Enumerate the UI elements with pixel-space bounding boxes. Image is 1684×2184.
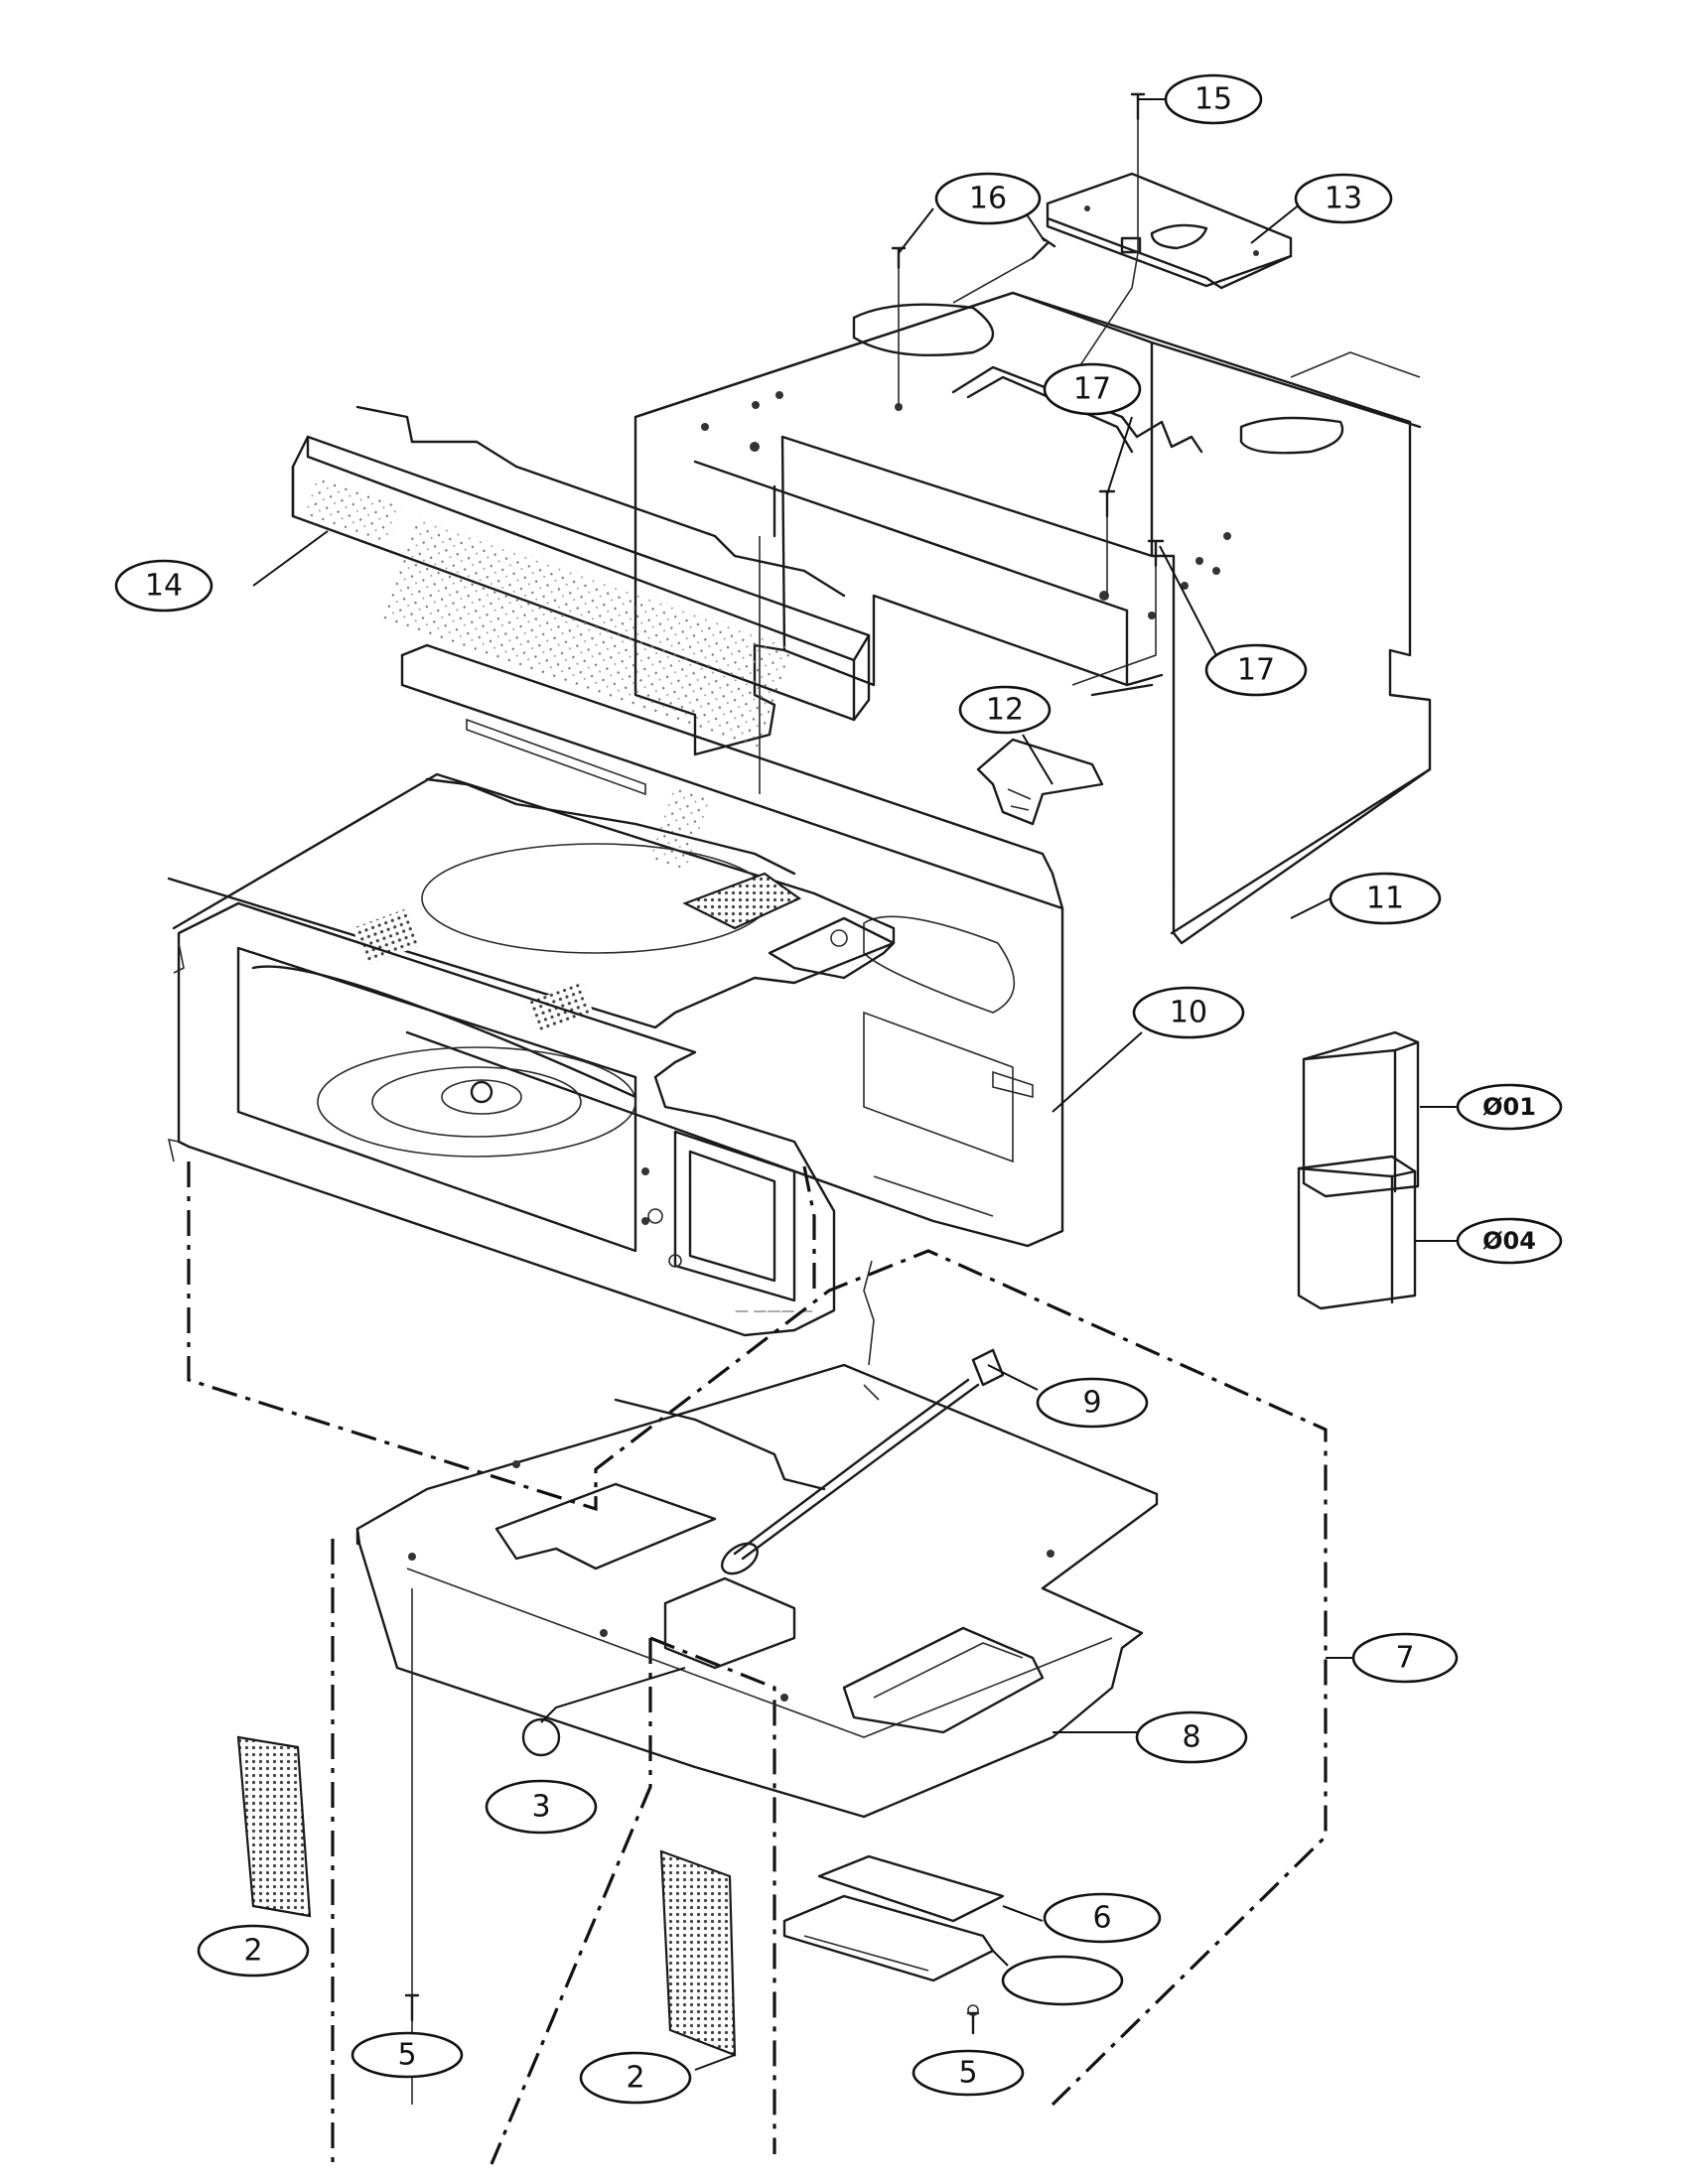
grease-filter-right	[659, 1849, 737, 2057]
leader-lines	[252, 98, 1460, 2071]
callout-11-label: 11	[1366, 882, 1404, 916]
manual-booklet-004	[1297, 1155, 1417, 1310]
callout-12-label: 12	[986, 693, 1024, 728]
callout-17-lower-label: 17	[1237, 653, 1275, 688]
callout-17-lower: 17	[1204, 643, 1308, 697]
lower-enclosure-outline	[187, 1161, 1328, 2165]
small-bracket	[976, 738, 1104, 826]
callout-16: 16	[934, 172, 1042, 225]
callout-001: Ø01	[1456, 1083, 1563, 1131]
vent-strips	[782, 1854, 1005, 1982]
callout-2-left-label: 2	[243, 1934, 262, 1969]
sensor-harness	[721, 1260, 1005, 1575]
callout-001-label: Ø01	[1482, 1093, 1536, 1121]
callout-16-label: 16	[969, 182, 1007, 216]
callout-10-label: 10	[1170, 996, 1207, 1030]
callout-blank	[1001, 1955, 1124, 2006]
screw-5-left	[404, 1993, 420, 2022]
control-panel	[291, 405, 871, 750]
callout-14-label: 14	[145, 569, 183, 604]
outer-cabinet	[633, 291, 1432, 945]
callout-2-left: 2	[197, 1924, 310, 1978]
callout-13: 13	[1294, 173, 1393, 224]
lamp-bulb	[521, 1667, 686, 1757]
callout-6: 6	[1043, 1892, 1162, 1944]
callout-5-left-label: 5	[397, 2038, 416, 2073]
callout-2-right: 2	[579, 2051, 692, 2105]
callout-14: 14	[114, 559, 213, 613]
callout-10: 10	[1132, 986, 1245, 1039]
screw-5-right-head	[967, 2004, 979, 2016]
grease-filter-left	[236, 1735, 312, 1918]
callout-5-right: 5	[912, 2011, 1025, 2097]
callout-6-label: 6	[1092, 1901, 1111, 1936]
svg-text:— ——— —: — ——— —	[735, 1303, 813, 1319]
callout-5-right-label: 5	[958, 2056, 977, 2091]
callout-12: 12	[958, 685, 1052, 735]
oven-cavity: — ——— —	[167, 643, 1064, 1337]
callout-004-label: Ø04	[1482, 1227, 1536, 1255]
callout-3-label: 3	[531, 1790, 550, 1825]
callout-5-left: 5	[351, 2031, 464, 2079]
callout-2-right-label: 2	[626, 2061, 644, 2096]
callout-15-label: 15	[1194, 82, 1232, 117]
callout-7-label: 7	[1395, 1641, 1414, 1676]
callout-17-upper-label: 17	[1073, 372, 1111, 407]
manual-booklet-001	[1302, 1030, 1420, 1198]
callout-15: 15	[1164, 73, 1263, 125]
callout-8-label: 8	[1182, 1720, 1200, 1755]
callout-8: 8	[1135, 1710, 1248, 1764]
callout-17-upper: 17	[1043, 362, 1142, 416]
callout-11: 11	[1329, 872, 1442, 925]
callout-13-label: 13	[1325, 182, 1362, 216]
top-bracket-plate	[1046, 172, 1293, 290]
callout-3: 3	[485, 1779, 598, 1835]
callout-9-label: 9	[1082, 1386, 1101, 1421]
callout-9: 9	[1036, 1377, 1149, 1429]
callout-004: Ø04	[1456, 1217, 1563, 1265]
callout-7: 7	[1351, 1632, 1459, 1684]
